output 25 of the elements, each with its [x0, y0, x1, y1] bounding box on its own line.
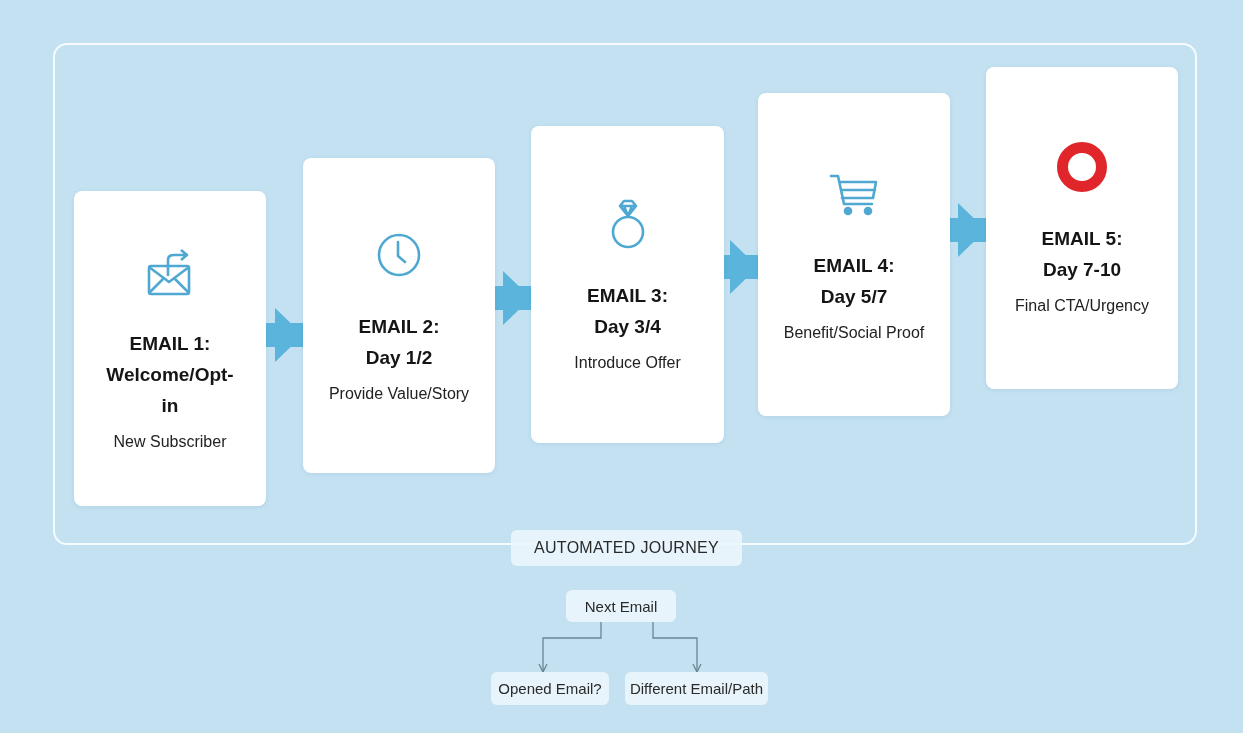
email-description: Benefit/Social Proof [782, 323, 926, 342]
step-box: Opened Email? [491, 672, 609, 705]
block-arrow [724, 240, 758, 294]
arrow [652, 621, 702, 673]
email-heading: EMAIL 5: Day 7-10 [1040, 227, 1124, 282]
email-heading: EMAIL 1: Welcome/Opt-in [106, 332, 234, 418]
email-description: Final CTA/Urgency [1014, 297, 1150, 315]
email-heading: EMAIL 4: Day 5/7 [812, 253, 896, 309]
email-card [303, 158, 495, 473]
email-heading: EMAIL 2: Day 1/2 [357, 314, 441, 370]
email-heading: EMAIL 3: Day 3/4 [586, 283, 669, 339]
email-description: New Subscriber [112, 433, 228, 451]
email-card [74, 191, 266, 506]
email-card [758, 93, 950, 416]
email-card [531, 126, 724, 443]
block-arrow [950, 203, 986, 257]
step-box: Next Email [566, 590, 676, 622]
block-arrow [495, 271, 531, 325]
block-arrow [266, 308, 303, 362]
email-card [986, 67, 1178, 389]
email-description: Introduce Offer [573, 353, 682, 372]
email-description: Provide Value/Story [327, 384, 471, 403]
arrow [538, 621, 602, 673]
journey-label: AUTOMATED JOURNEY [511, 530, 742, 566]
step-box: Different Email/Path [625, 672, 768, 705]
